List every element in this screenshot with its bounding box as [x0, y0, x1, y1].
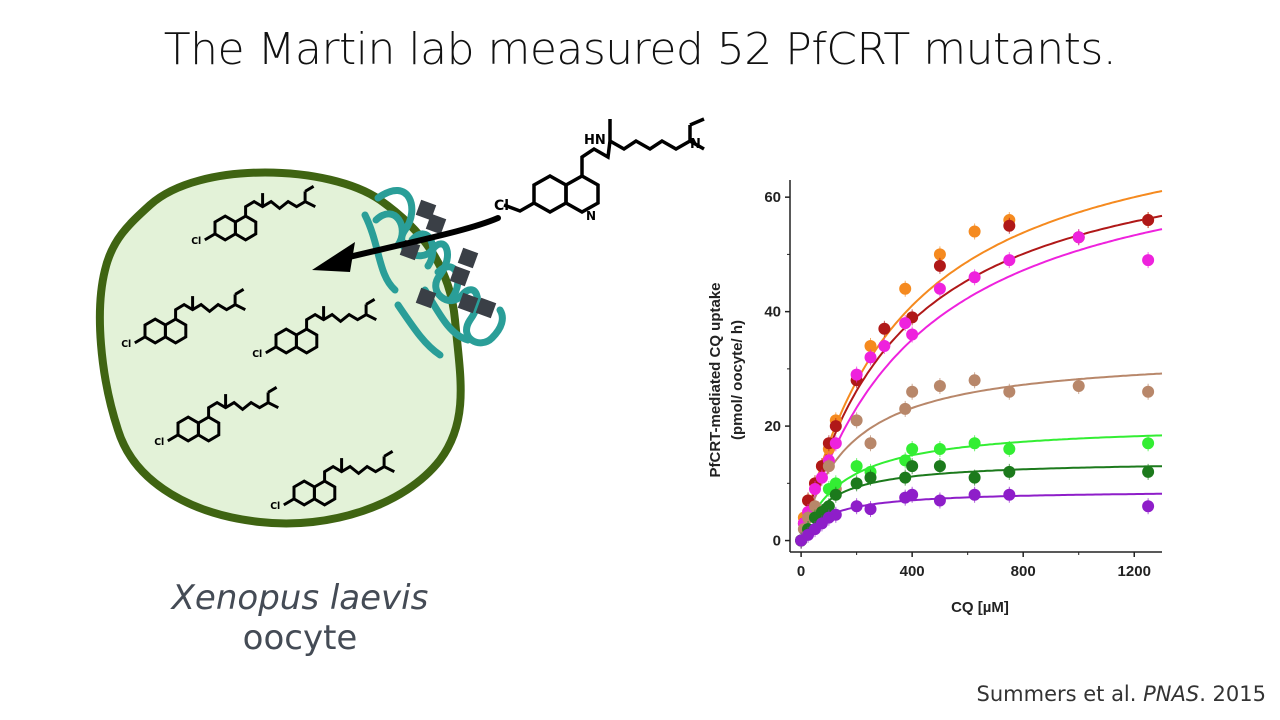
- chart-x-tick-label: 0: [797, 563, 805, 580]
- chart-point: [899, 402, 912, 415]
- chart-point: [968, 471, 981, 484]
- chart-point: [1142, 214, 1155, 227]
- chart-point: [878, 322, 891, 335]
- chart-points: [795, 212, 1155, 549]
- chart-point: [822, 500, 835, 513]
- oocyte-cell-label: oocyte: [242, 618, 358, 658]
- chart-fit-curve-3: [800, 372, 1163, 541]
- chart-point: [933, 259, 946, 272]
- chart-point: [829, 420, 842, 433]
- chart-point: [933, 282, 946, 295]
- chart-point: [1142, 500, 1155, 513]
- transporter-blocks: [399, 199, 497, 319]
- chart-point: [864, 339, 877, 352]
- chart-point: [829, 437, 842, 450]
- chart-axes: 0 20 40 60 0 400 800 1200: [764, 180, 1162, 580]
- oocyte-species: Xenopus laevis: [171, 578, 429, 618]
- chart-point: [968, 225, 981, 238]
- chart-point: [899, 317, 912, 330]
- citation-authors: Summers et al.: [976, 682, 1144, 706]
- chart-x-tick-label: 400: [900, 563, 925, 580]
- chart-x-axis-title: CQ [µM]: [951, 599, 1009, 616]
- citation: Summers et al. PNAS. 2015: [977, 682, 1266, 706]
- chart-point: [933, 494, 946, 507]
- chart-point: [850, 368, 863, 381]
- chart-point: [1003, 254, 1016, 267]
- molecule-amine-label: HN: [584, 133, 606, 148]
- chart-point: [878, 339, 891, 352]
- chart-point: [808, 483, 821, 496]
- chart-point: [850, 414, 863, 427]
- chart-y-axis-title: PfCRT-mediated CQ uptake: [707, 282, 724, 477]
- molecule-ring-n-label: N: [586, 209, 596, 223]
- slide-title: The Martin lab measured 52 PfCRT mutants…: [163, 24, 1117, 75]
- chart-point: [1003, 385, 1016, 398]
- chart-point: [899, 471, 912, 484]
- chart-point: [850, 500, 863, 513]
- chart-point: [864, 503, 877, 516]
- chart-point: [1142, 437, 1155, 450]
- chart-point: [906, 328, 919, 341]
- citation-year: . 2015: [1199, 682, 1266, 706]
- chart-x-tick-label: 800: [1011, 563, 1036, 580]
- uptake-arrow: [342, 215, 501, 261]
- chart-point: [822, 460, 835, 473]
- chart-point: [1003, 219, 1016, 232]
- chart-point: [850, 460, 863, 473]
- chart-point: [815, 471, 828, 484]
- chart-y-tick-label: 40: [764, 304, 781, 321]
- pfcrt-transporter: [372, 187, 506, 347]
- chart-point: [829, 488, 842, 501]
- chart-point: [1003, 465, 1016, 478]
- chart-point: [906, 385, 919, 398]
- chart-point: [906, 442, 919, 455]
- chart-point: [906, 488, 919, 501]
- citation-journal: PNAS: [1143, 682, 1200, 706]
- chart-point: [899, 282, 912, 295]
- uptake-chart: 0 20 40 60 0 400 800 1200 CQ [µM] PfCRT-mediate…: [707, 180, 1163, 616]
- chart-point: [829, 477, 842, 490]
- chart-point: [1072, 380, 1085, 393]
- chart-fit-curve-4: [800, 434, 1163, 541]
- chart-point: [1142, 254, 1155, 267]
- oocyte-illustration: Cl HN N N Cl: [95, 117, 705, 528]
- chart-point: [933, 248, 946, 261]
- chart-point: [933, 380, 946, 393]
- chart-point: [1003, 488, 1016, 501]
- chart-fit-curve-2: [800, 228, 1163, 541]
- chart-x-tick-label: 1200: [1118, 563, 1151, 580]
- chart-point: [906, 460, 919, 473]
- chart-point: [864, 471, 877, 484]
- molecule-cl-label: Cl: [494, 198, 509, 214]
- chart-point: [933, 442, 946, 455]
- chart-point: [968, 488, 981, 501]
- chart-y-tick-label: 0: [773, 533, 781, 550]
- chart-point: [968, 437, 981, 450]
- chart-point: [1142, 465, 1155, 478]
- cq-molecule-large: [503, 117, 705, 215]
- chart-point: [1142, 385, 1155, 398]
- chart-point: [864, 437, 877, 450]
- molecule-amine-n-label: N: [690, 137, 701, 152]
- chart-point: [864, 351, 877, 364]
- chart-y-tick-label: 20: [764, 418, 781, 435]
- chart-y-tick-label: 60: [764, 189, 781, 206]
- chart-point: [933, 460, 946, 473]
- oocyte-caption: Xenopus laevis oocyte: [150, 578, 450, 658]
- chart-point: [968, 374, 981, 387]
- chart-point: [1003, 442, 1016, 455]
- chart-point: [829, 508, 842, 521]
- chart-point: [968, 271, 981, 284]
- chart-point: [1072, 231, 1085, 244]
- chart-y-axis-title-units: (pmol/ oocyte/ h): [729, 320, 746, 440]
- chart-point: [850, 477, 863, 490]
